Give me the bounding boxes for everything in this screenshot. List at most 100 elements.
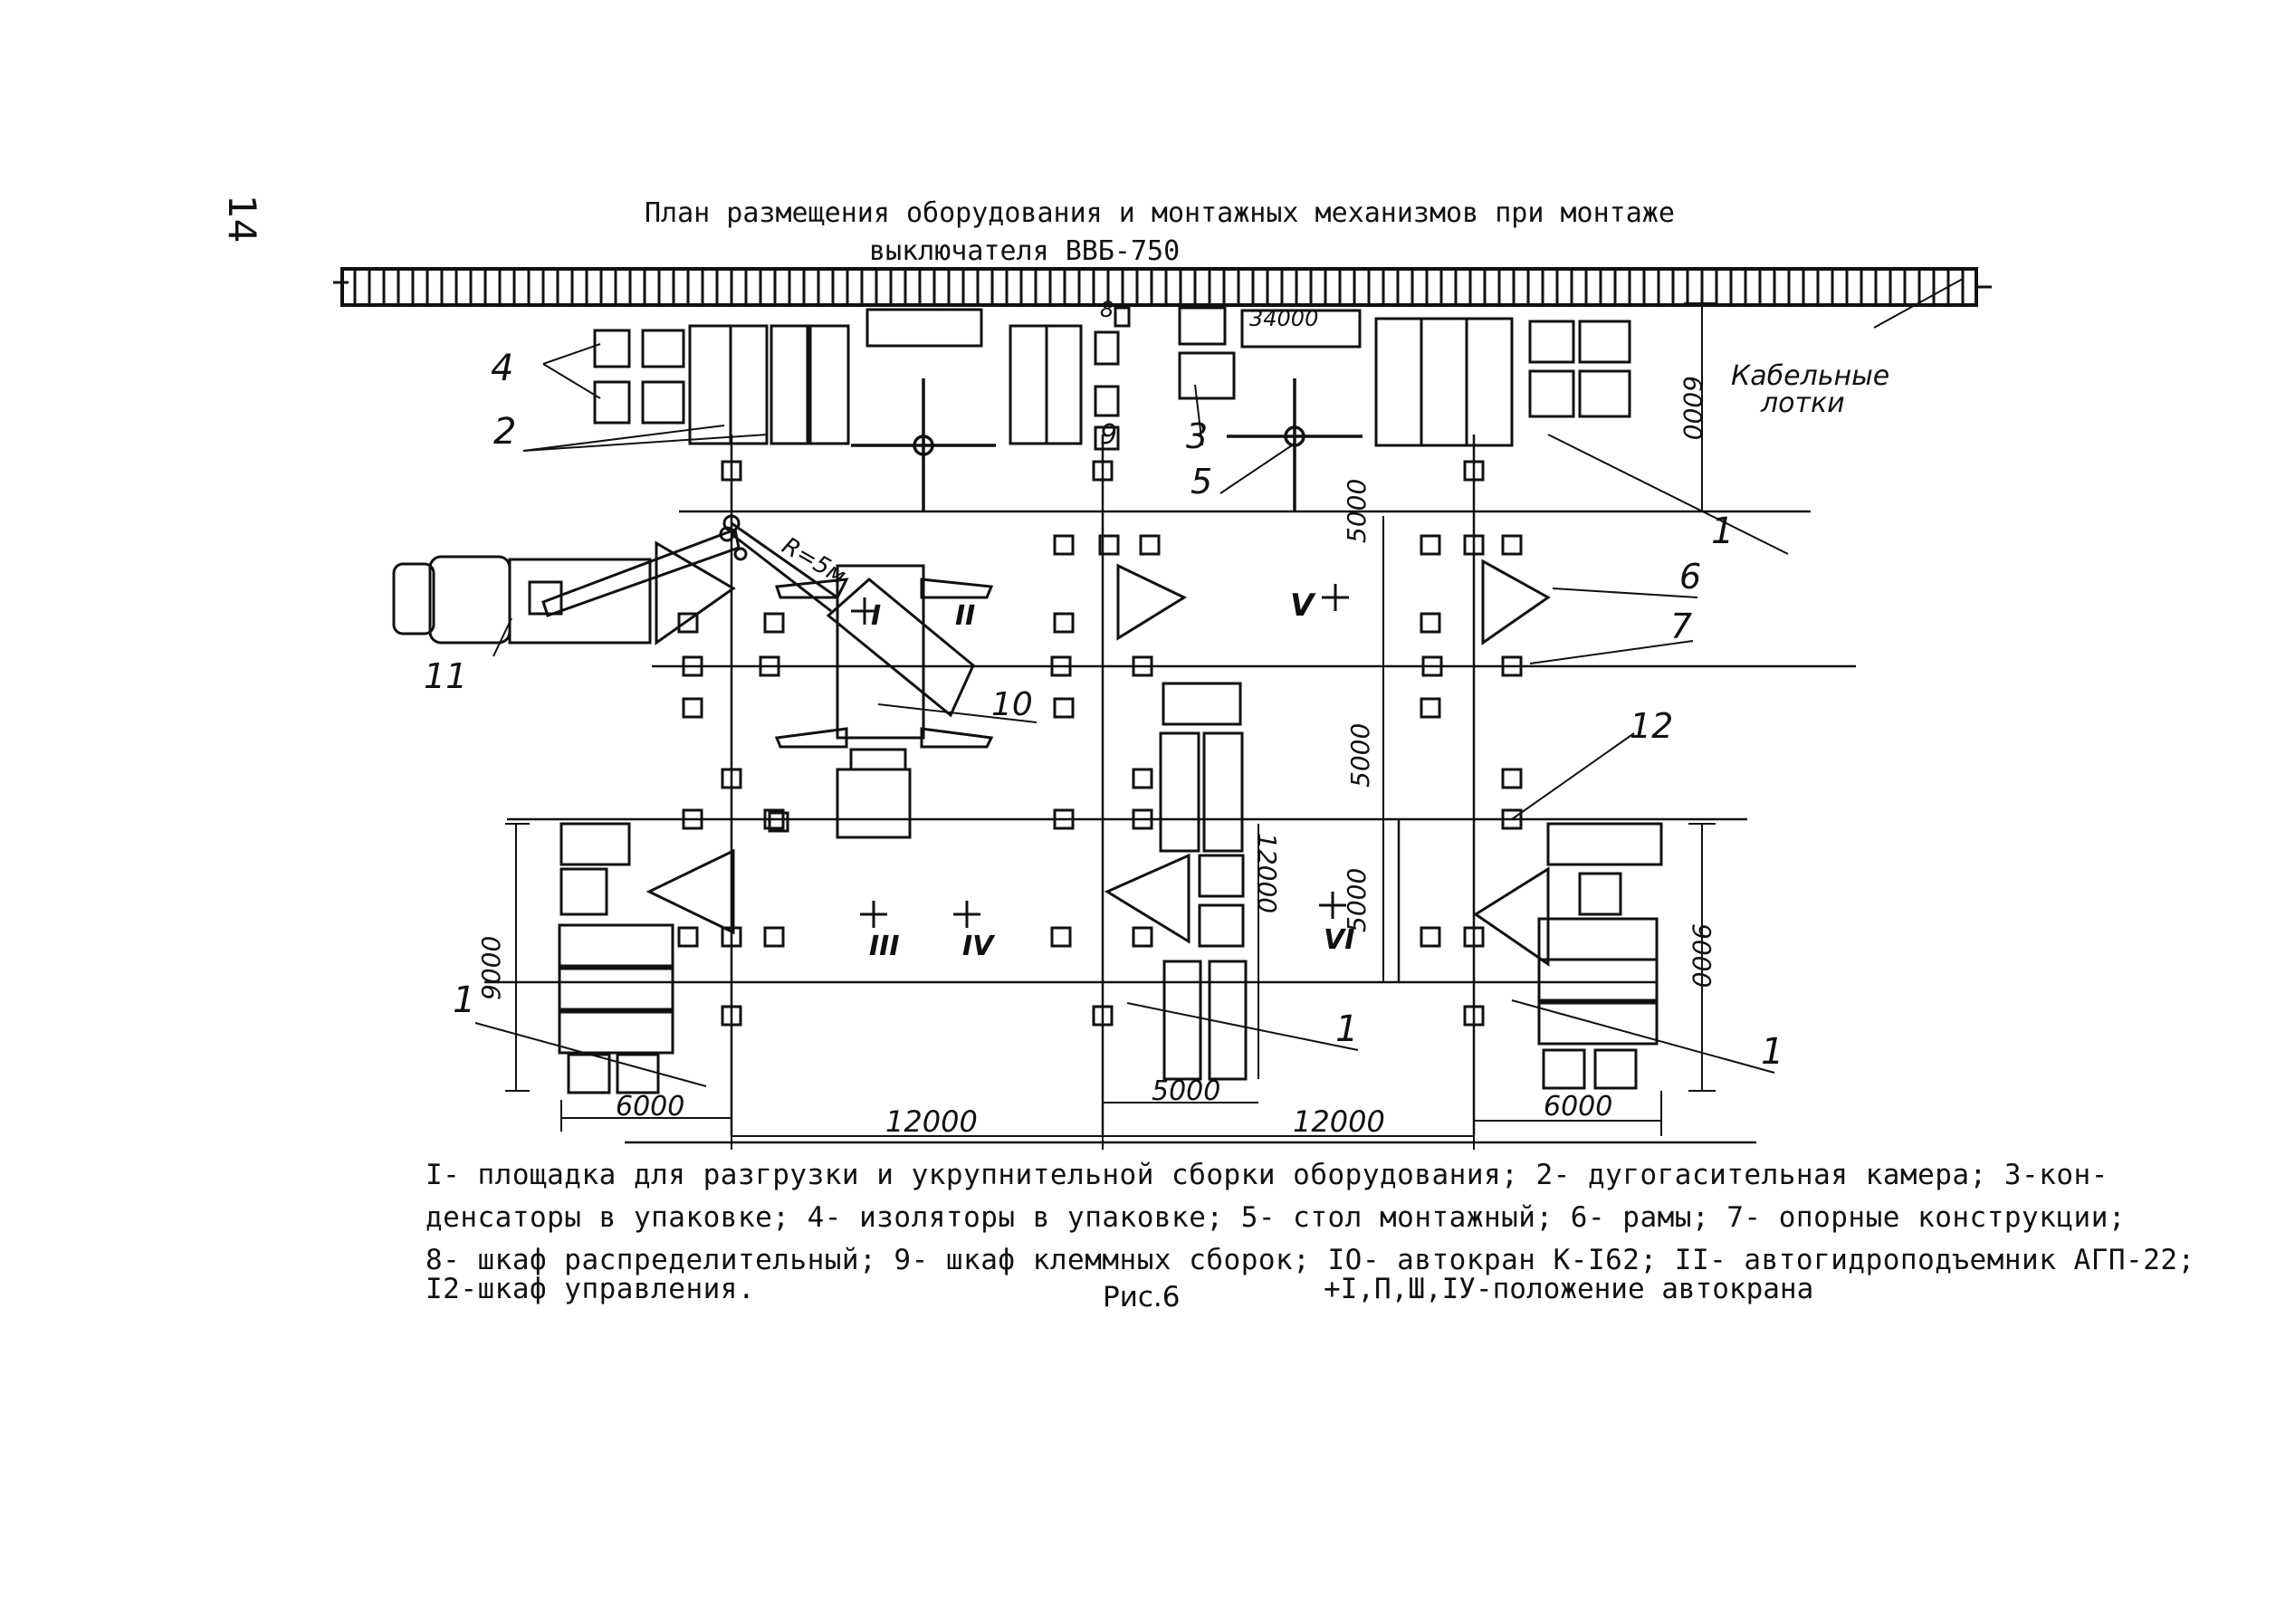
position-V: V — [1290, 588, 1316, 624]
foundation-marker — [677, 926, 699, 948]
foundation-marker — [1092, 460, 1114, 482]
crane-positions-note: +I,П,Ш,IУ-положение автокрана — [1324, 1273, 1814, 1305]
foundation-marker — [1463, 534, 1485, 556]
crane-position-markers — [851, 584, 1349, 928]
foundation-marker — [721, 460, 742, 482]
hydraulic-lift-truck — [392, 526, 748, 645]
dim-bay-middle: 5000 — [1345, 723, 1375, 788]
position-II: II — [955, 600, 975, 632]
callout-1-right: 1 — [1761, 1031, 1783, 1073]
foundation-marker — [721, 768, 742, 789]
legend-line: денсаторы в упаковке; 4- изоляторы в упа… — [426, 1201, 2127, 1234]
callout-4: 4 — [491, 348, 513, 389]
dim-right-height: 9000 — [1687, 923, 1716, 988]
foundation-marker — [682, 808, 703, 830]
callout-2: 2 — [493, 411, 516, 453]
callout-11: 11 — [424, 656, 467, 696]
foundation-markers — [677, 460, 1523, 1027]
figure-caption: Рис.6 — [1103, 1281, 1181, 1314]
dim-span-left: 12000 — [885, 1104, 978, 1139]
foundation-marker — [721, 926, 742, 948]
dim-top-length: 34000 — [1249, 306, 1318, 331]
foundation-marker — [1420, 697, 1441, 719]
foundation-marker — [1421, 655, 1443, 677]
foundation-marker — [1420, 534, 1441, 556]
legend-line: 8- шкаф распределительный; 9- шкаф клемм… — [426, 1244, 2195, 1276]
foundation-marker — [1501, 768, 1523, 789]
assembly-tables — [851, 378, 1363, 511]
foundation-marker — [1420, 612, 1441, 634]
foundation-marker — [1053, 697, 1075, 719]
cable-tray-label-2: лотки — [1760, 387, 1845, 419]
drawing-labels: Кабельные лотки R=5м 34000 6000 5000 500… — [424, 297, 1889, 1139]
foundation-marker — [682, 655, 703, 677]
foundation-marker — [1092, 1005, 1114, 1027]
callout-12: 12 — [1630, 706, 1673, 746]
dim-right-width: 6000 — [1544, 1091, 1612, 1122]
callout-6: 6 — [1679, 557, 1701, 597]
position-III: III — [869, 931, 900, 962]
dim-center-height: 12000 — [1252, 833, 1282, 913]
right-storage-block — [1537, 822, 1663, 1090]
foundation-marker — [721, 1005, 742, 1027]
cable-tray-label: Кабельные — [1731, 360, 1889, 392]
center-storage-block — [1159, 682, 1248, 1081]
foundation-marker — [1132, 926, 1153, 948]
foundation-marker — [763, 926, 785, 948]
foundation-marker — [1501, 808, 1523, 830]
foundation-marker — [763, 612, 785, 634]
legend-line: I- площадка для разгрузки и укрупнительн… — [426, 1159, 2109, 1191]
left-storage-block — [558, 822, 674, 1094]
dim-left-width: 6000 — [616, 1091, 684, 1122]
drawing-subtitle: выключателя ВВБ-750 — [869, 235, 1181, 267]
foundation-marker — [1463, 926, 1485, 948]
foundation-marker — [1132, 768, 1153, 789]
foundation-marker — [1053, 534, 1075, 556]
drawing-title: План размещения оборудования и монтажных… — [645, 197, 1675, 229]
callout-10: 10 — [991, 686, 1033, 723]
foundation-marker — [1132, 808, 1153, 830]
leader-lines — [474, 278, 1964, 1087]
callout-8: 8 — [1100, 297, 1114, 322]
dimension-lines — [505, 302, 1716, 1150]
foundation-marker — [1139, 534, 1161, 556]
legend-line: I2-шкаф управления. — [426, 1273, 756, 1305]
callout-7: 7 — [1670, 607, 1692, 646]
position-VI: VI — [1324, 924, 1354, 956]
dim-center-width: 5000 — [1152, 1075, 1220, 1107]
foundation-marker — [768, 811, 789, 833]
foundation-marker — [677, 612, 699, 634]
dim-left-height: 9000 — [476, 936, 506, 1000]
callout-5: 5 — [1191, 462, 1212, 502]
foundation-marker — [1050, 926, 1072, 948]
position-IV: IV — [962, 931, 996, 962]
grid-lines — [484, 435, 1856, 1144]
dim-bay-lower: 5000 — [1342, 868, 1372, 932]
callout-3: 3 — [1186, 416, 1208, 456]
foundation-marker — [759, 655, 780, 677]
foundation-marker — [1053, 808, 1075, 830]
callout-1-top: 1 — [1711, 511, 1734, 552]
dim-bay-upper: 5000 — [1342, 479, 1372, 543]
position-I: I — [871, 600, 881, 632]
foundation-marker — [1098, 534, 1120, 556]
foundation-marker — [1463, 1005, 1485, 1027]
foundation-marker — [1420, 926, 1441, 948]
foundation-marker — [763, 808, 785, 830]
foundation-marker — [1132, 655, 1153, 677]
foundation-marker — [1501, 534, 1523, 556]
truck-crane — [722, 514, 994, 839]
frames — [645, 540, 1551, 967]
dim-top-depth: 6000 — [1678, 376, 1707, 440]
top-row-equipment — [593, 306, 1631, 451]
callout-1-center: 1 — [1335, 1008, 1358, 1050]
foundation-marker — [1053, 612, 1075, 634]
foundation-marker — [682, 697, 703, 719]
foundation-marker — [1050, 655, 1072, 677]
foundation-marker — [1501, 655, 1523, 677]
foundation-marker — [1463, 460, 1485, 482]
callout-9: 9 — [1100, 419, 1117, 451]
callout-1-left: 1 — [453, 979, 475, 1021]
